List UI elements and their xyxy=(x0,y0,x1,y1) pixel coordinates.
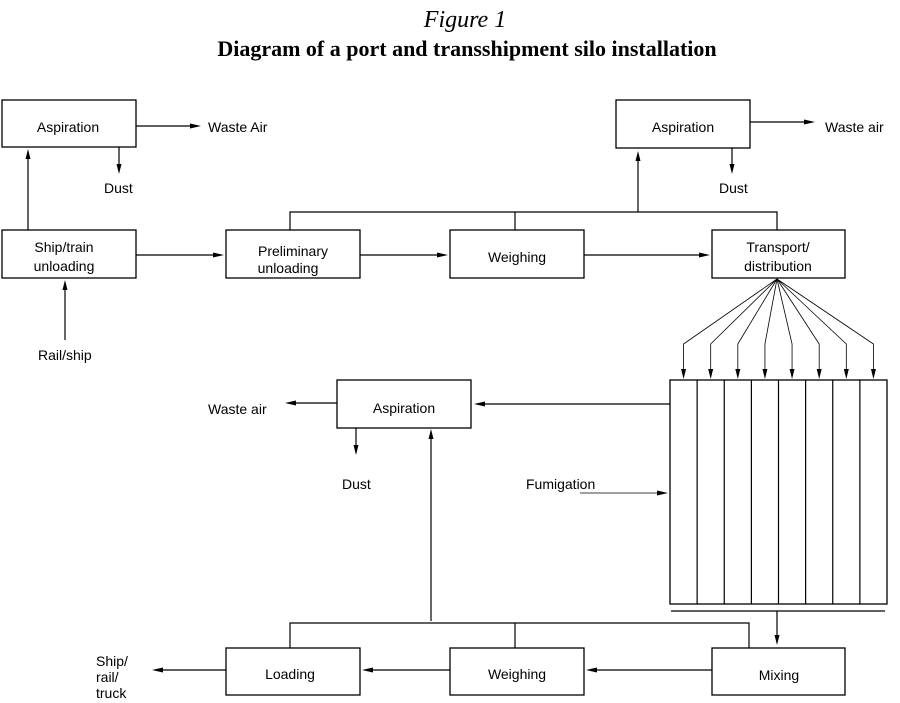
rail-ship-label: Rail/ship xyxy=(38,347,92,363)
ship-rail-truck-label-line3: truck xyxy=(96,685,127,701)
arrowhead-icon xyxy=(25,149,31,159)
arrowhead-icon xyxy=(735,369,741,379)
aspiration-left-node: Aspiration xyxy=(1,99,137,148)
dust-left-label: Dust xyxy=(104,180,133,196)
weighing-bottom-node: Weighing xyxy=(449,647,585,696)
arrowhead-icon xyxy=(729,164,735,174)
distribution-branch xyxy=(737,278,778,370)
loading-node: Loading xyxy=(225,647,361,696)
distribution-branch xyxy=(776,278,847,370)
ship-train-unloading-label-line2: unloading xyxy=(34,258,95,274)
distribution-fan xyxy=(681,278,876,379)
arrowhead-icon xyxy=(681,369,687,379)
dust-right-label: Dust xyxy=(719,180,748,196)
distribution-branch xyxy=(683,278,778,370)
distribution-branch xyxy=(764,278,778,370)
arrowhead-icon xyxy=(586,667,597,673)
arrowhead-icon xyxy=(635,151,641,161)
preliminary-unloading-label-line2: unloading xyxy=(258,260,319,276)
aspiration-right-label: Aspiration xyxy=(652,119,714,135)
weighing-bottom-label: Weighing xyxy=(488,666,546,682)
ship-rail-truck-label-line2: rail/ xyxy=(96,669,119,685)
arrowhead-icon xyxy=(437,252,448,258)
loading-label: Loading xyxy=(265,666,315,682)
transport-distribution-label-line2: distribution xyxy=(744,258,812,274)
aspiration-left-label: Aspiration xyxy=(37,119,99,135)
arrowhead-icon xyxy=(699,252,710,258)
mixing-label: Mixing xyxy=(759,667,799,683)
distribution-branch xyxy=(776,278,874,370)
arrowhead-icon xyxy=(428,429,434,439)
figure-label: Figure 1 xyxy=(423,7,506,33)
preliminary-unloading-label-line1: Preliminary xyxy=(258,243,328,259)
mixing-node: Mixing xyxy=(711,647,846,696)
aspiration-middle-label: Aspiration xyxy=(373,400,435,416)
ship-train-unloading-label-line1: Ship/train xyxy=(34,239,93,255)
arrowhead-icon xyxy=(789,369,795,379)
ship-train-unloading-node: Ship/train unloading xyxy=(1,229,137,279)
arrowhead-icon xyxy=(774,635,780,645)
arrowhead-icon xyxy=(816,369,822,379)
aspiration-middle-node: Aspiration xyxy=(336,379,472,429)
arrowhead-icon xyxy=(285,400,296,406)
arrowhead-icon xyxy=(762,369,768,379)
aspiration-right-node: Aspiration xyxy=(615,99,751,149)
waste-air-left-label: Waste Air xyxy=(208,119,268,135)
waste-air-middle-label: Waste air xyxy=(208,401,267,417)
transport-distribution-label-line1: Transport/ xyxy=(746,239,809,255)
arrowhead-icon xyxy=(62,280,68,290)
arrowhead-icon xyxy=(362,667,373,673)
dust-middle-label: Dust xyxy=(342,476,371,492)
arrowhead-icon xyxy=(190,123,201,129)
arrowhead-icon xyxy=(804,119,815,125)
silo-bank xyxy=(669,379,888,605)
figure-title: Diagram of a port and transshipment silo… xyxy=(217,36,716,61)
arrowhead-icon xyxy=(474,401,485,407)
arrowhead-icon xyxy=(657,490,668,496)
weighing-top-label: Weighing xyxy=(488,249,546,265)
distribution-branch xyxy=(710,278,778,370)
arrowhead-icon xyxy=(152,667,163,673)
arrowhead-icon xyxy=(843,369,849,379)
arrowhead-icon xyxy=(870,369,876,379)
weighing-top-node: Weighing xyxy=(449,229,585,279)
distribution-branch xyxy=(776,278,793,370)
arrowhead-icon xyxy=(353,445,359,455)
fumigation-label: Fumigation xyxy=(526,476,595,492)
top-aspiration-collector xyxy=(289,211,778,230)
arrowhead-icon xyxy=(708,369,714,379)
ship-rail-truck-label-line1: Ship/ xyxy=(96,653,128,669)
distribution-branch xyxy=(776,278,820,370)
preliminary-unloading-node: Preliminary unloading xyxy=(225,229,361,279)
arrowhead-icon xyxy=(116,164,122,174)
arrowhead-icon xyxy=(213,252,224,258)
waste-air-right-label: Waste air xyxy=(825,119,884,135)
transport-distribution-node: Transport/ distribution xyxy=(711,229,846,279)
bottom-aspiration-collector xyxy=(289,622,750,648)
